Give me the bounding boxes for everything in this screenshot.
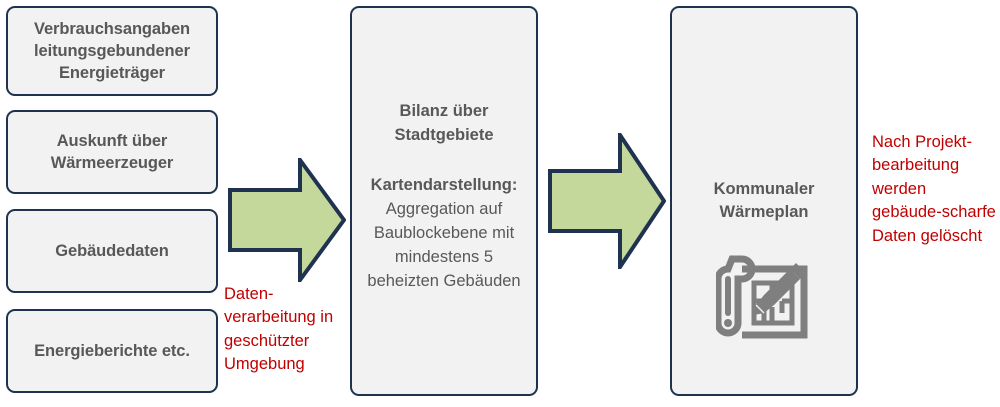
process-sub-heading: Kartendarstellung: — [370, 175, 518, 194]
input-box-label: Gebäudedaten — [55, 241, 169, 260]
input-box-label: Energieberichte etc. — [34, 341, 190, 360]
input-box-label: Verbrauchsangaben leitungsgebundener Ene… — [33, 19, 191, 83]
output-box-waermeplan: Kommunaler Wärmeplan — [670, 6, 858, 396]
process-body-text: Aggregation auf Baublockebene mit mindes… — [367, 199, 521, 290]
annotation-datenverarbeitung: Daten-verarbeitung in geschützter Umgebu… — [224, 285, 334, 374]
arrow-right-icon-2 — [548, 133, 666, 269]
input-box-gebaeudedaten: Gebäudedaten — [6, 209, 218, 293]
blueprint-pencil-icon — [716, 255, 808, 339]
arrow-right-icon-1 — [228, 158, 346, 282]
input-box-verbrauchsangaben: Verbrauchsangaben leitungsgebundener Ene… — [6, 6, 218, 96]
process-box-bilanz: Bilanz über Stadtgebiete Kartendarstellu… — [350, 6, 538, 396]
input-box-label: Auskunft über Wärmeerzeuger — [50, 131, 174, 172]
annotation-datenloeschung: Nach Projekt-bearbeitung werden gebäude-… — [872, 133, 996, 245]
process-box-content: Bilanz über Stadtgebiete Kartendarstellu… — [358, 100, 530, 293]
input-box-auskunft: Auskunft über Wärmeerzeuger — [6, 110, 218, 194]
input-box-energieberichte: Energieberichte etc. — [6, 309, 218, 393]
output-box-title: Kommunaler Wärmeplan — [713, 180, 815, 222]
process-heading: Bilanz über Stadtgebiete — [394, 102, 494, 144]
